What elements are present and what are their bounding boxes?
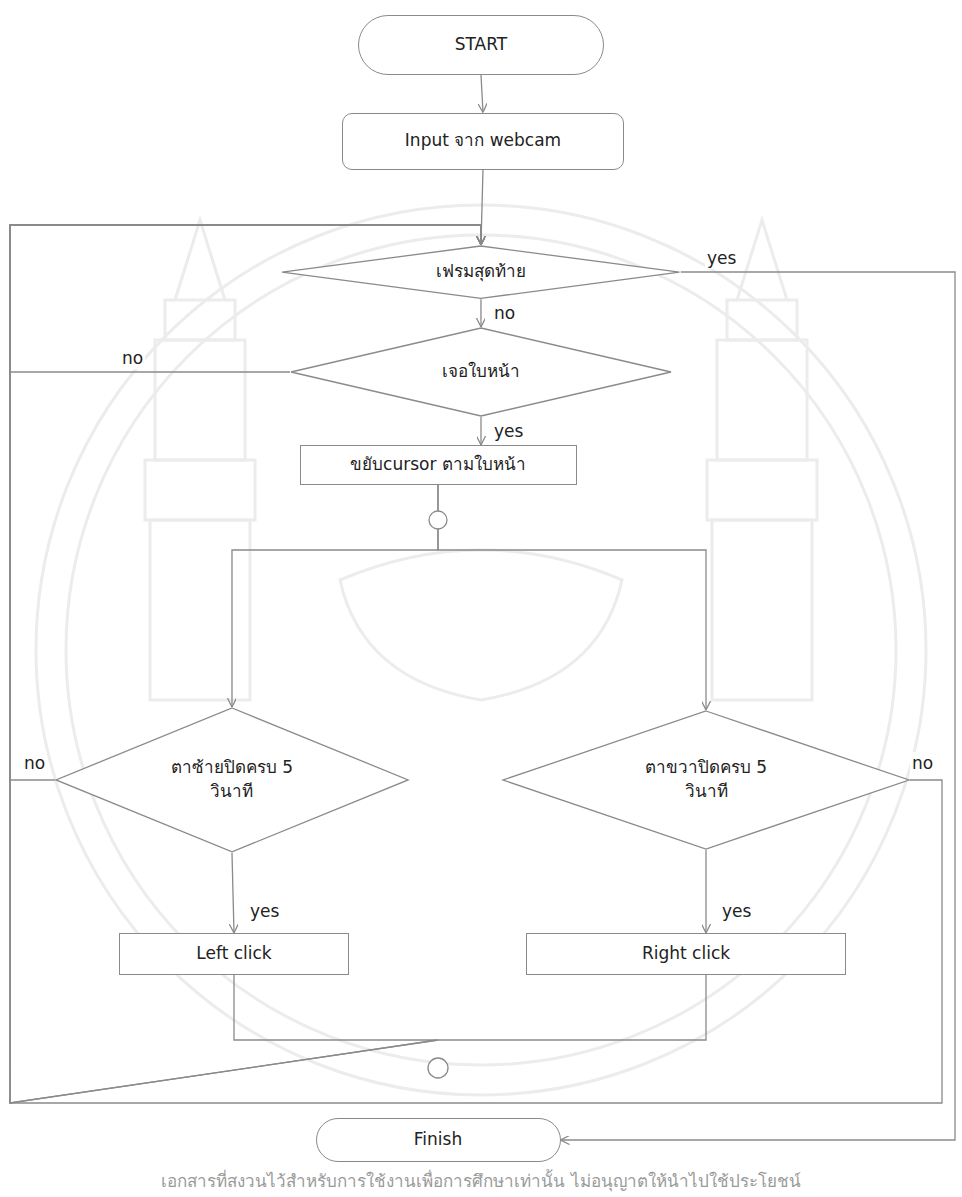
flow-connector	[232, 485, 438, 707]
flow-connector	[480, 417, 481, 445]
node-text-group: ตาซ้ายปิดครบ 5 วินาที	[157, 756, 307, 804]
node-text: START	[455, 33, 507, 57]
node-text: Input จาก webcam	[405, 129, 561, 153]
node-text-group: START	[455, 33, 507, 57]
diamond-outline	[55, 707, 409, 853]
branch-label: yes	[720, 900, 753, 922]
flow-connector	[561, 272, 956, 1140]
branch-label: no	[22, 752, 47, 774]
node-text: ตาขวาปิดครบ 5 วินาที	[631, 756, 781, 804]
branch-label: yes	[248, 900, 281, 922]
decision-diamond: เฟรมสุดท้าย	[281, 245, 681, 299]
pagoda-figure	[145, 220, 255, 700]
diamond-shape	[56, 708, 408, 852]
seal-emblem	[340, 550, 622, 700]
node-text-group: Right click	[642, 942, 730, 966]
branch-label: yes	[492, 420, 525, 442]
branch-label: no	[492, 302, 517, 324]
branch-label: no	[910, 752, 935, 774]
flow-connector	[438, 485, 706, 710]
diamond-shape	[282, 246, 679, 298]
node-text-group: ตาขวาปิดครบ 5 วินาที	[631, 756, 781, 804]
flow-connector	[232, 853, 234, 933]
node-text: ตาซ้ายปิดครบ 5 วินาที	[157, 756, 307, 804]
node-text: เจอใบหน้า	[442, 360, 520, 384]
flow-connector	[10, 225, 942, 1103]
node-text: ขยับcursor ตามใบหน้า	[350, 453, 526, 477]
diamond-shape	[503, 711, 909, 849]
process-box: Right click	[526, 933, 846, 975]
node-text-group: ขยับcursor ตามใบหน้า	[350, 453, 526, 477]
seal-ring	[66, 235, 896, 1065]
node-text: Right click	[642, 942, 730, 966]
node-text-group: เจอใบหน้า	[442, 360, 520, 384]
seal-ring	[36, 205, 926, 1095]
pagoda-figure	[707, 220, 817, 700]
node-text-group: Input จาก webcam	[405, 129, 561, 153]
node-text-group: Left click	[196, 942, 271, 966]
flow-connector	[480, 299, 481, 327]
input-box: Input จาก webcam	[342, 113, 624, 170]
node-text-group: เฟรมสุดท้าย	[436, 260, 526, 284]
merge-junction	[428, 1058, 448, 1078]
terminal-finish: Finish	[316, 1118, 561, 1162]
node-text: Left click	[196, 942, 271, 966]
decision-diamond: ตาขวาปิดครบ 5 วินาที	[502, 710, 910, 850]
decision-diamond: ตาซ้ายปิดครบ 5 วินาที	[55, 707, 409, 853]
branch-label: yes	[705, 247, 738, 269]
flow-connector	[10, 225, 481, 780]
split-junction	[429, 511, 447, 529]
flow-connector	[481, 75, 483, 113]
footer-notice: เอกสารที่สงวนไว้สำหรับการใช้งานเพื่อการศ…	[159, 1170, 802, 1192]
process-box: ขยับcursor ตามใบหน้า	[300, 445, 577, 485]
node-text-group: Finish	[414, 1128, 462, 1152]
branch-label: no	[120, 347, 145, 369]
flow-connector	[705, 850, 706, 933]
decision-diamond: เจอใบหน้า	[290, 327, 672, 417]
terminal-start: START	[358, 15, 604, 75]
diamond-shape	[291, 328, 671, 416]
node-text: Finish	[414, 1128, 462, 1152]
node-text: เฟรมสุดท้าย	[436, 260, 526, 284]
process-box: Left click	[119, 933, 349, 975]
diamond-outline	[502, 710, 910, 850]
